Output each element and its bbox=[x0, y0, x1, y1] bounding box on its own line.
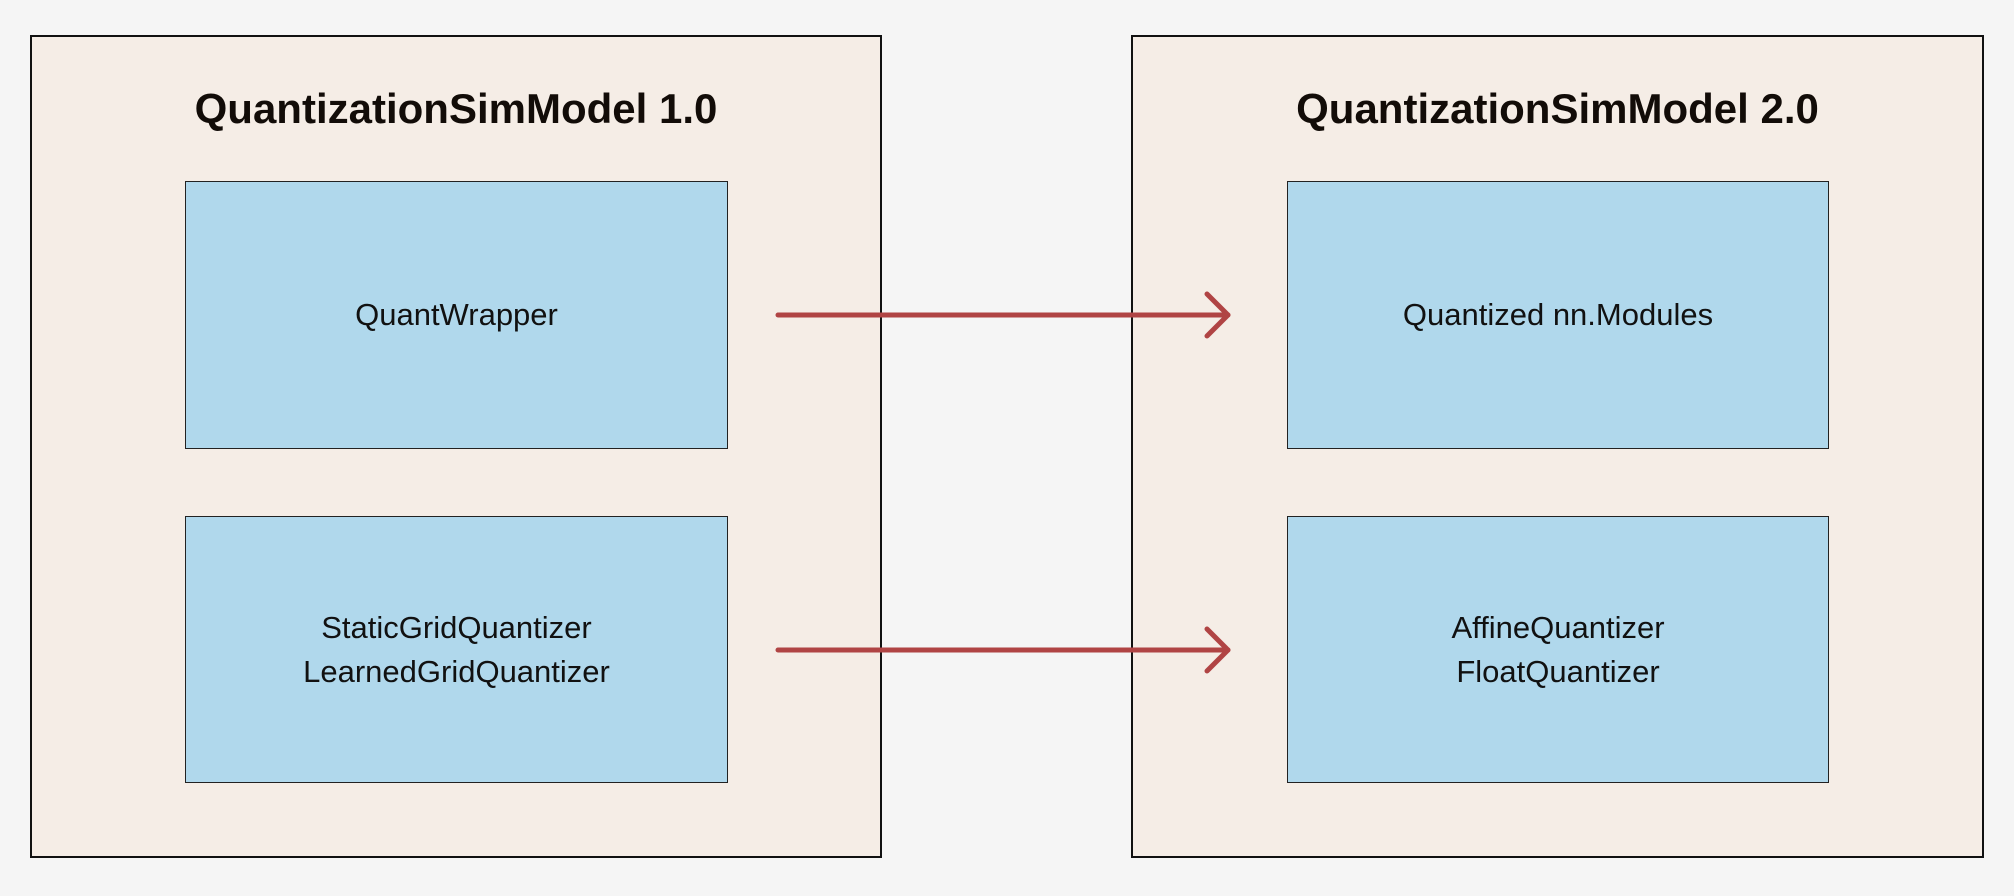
qsim-1-title: QuantizationSimModel 1.0 bbox=[194, 85, 718, 132]
quantized-modules-box: Quantized nn.Modules bbox=[1287, 181, 1829, 449]
quantwrapper-box: QuantWrapper bbox=[185, 181, 728, 449]
arrow-bottom bbox=[775, 626, 1231, 674]
box-label: FloatQuantizer bbox=[1456, 653, 1660, 689]
box-label: Quantized nn.Modules bbox=[1402, 297, 1714, 332]
box-label: AffineQuantizer bbox=[1451, 609, 1665, 645]
arrow-top bbox=[775, 291, 1231, 339]
box-label: LearnedGridQuantizer bbox=[303, 653, 610, 689]
box-label: StaticGridQuantizer bbox=[321, 609, 592, 645]
box-label: QuantWrapper bbox=[355, 297, 558, 332]
qsim-2-title: QuantizationSimModel 2.0 bbox=[1296, 85, 1819, 132]
